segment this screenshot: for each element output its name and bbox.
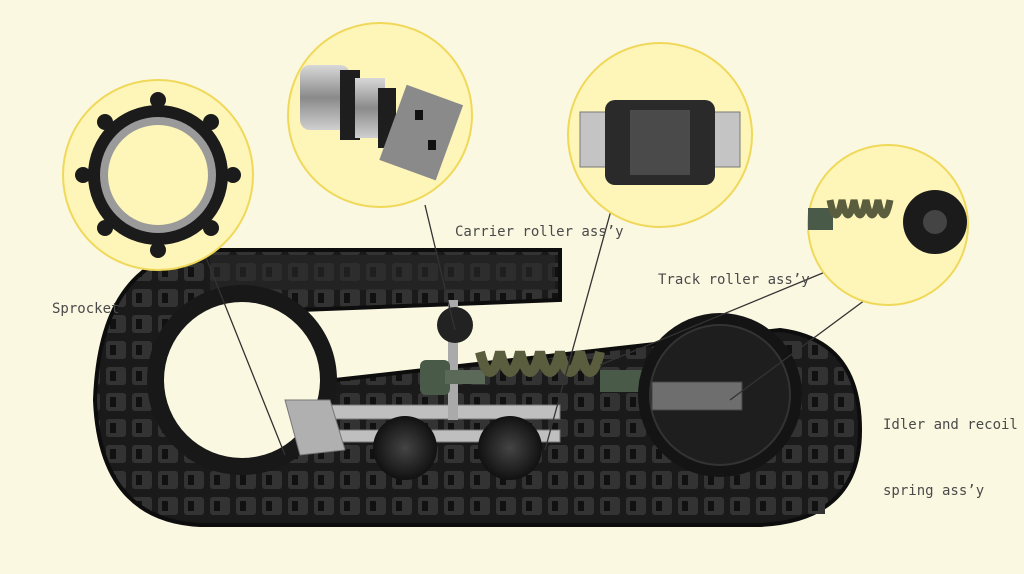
- carrier-roller-detail-image: [300, 65, 464, 181]
- idler-recoil-callout: [807, 144, 969, 306]
- track-roller-leader: [544, 184, 619, 451]
- idler-label-line1: Idler and recoil: [883, 417, 1018, 433]
- sprocket-label: Sprocket: [52, 301, 120, 317]
- carrier-roller-callout: [287, 22, 473, 208]
- idler-wheel: [638, 313, 802, 477]
- idler-label-line2: spring ass’y: [883, 483, 985, 499]
- idler-leader: [729, 299, 866, 401]
- leader-lines: [204, 184, 866, 456]
- track-rollers: [373, 416, 542, 480]
- sprocket-leader: [204, 254, 286, 456]
- sprocket-wheel: [147, 285, 337, 475]
- sprocket-detail-image: [75, 92, 241, 258]
- track-roller-label: Track roller ass’y: [658, 272, 810, 288]
- carrier-roller: [437, 300, 473, 420]
- idler-recoil-detail-image: [808, 190, 967, 254]
- recoil-spring-leader: [599, 269, 831, 366]
- sprocket-callout: [62, 79, 254, 271]
- carrier-roller-label: Carrier roller ass’y: [455, 224, 624, 240]
- track-roller-callout: [567, 42, 753, 228]
- track-roller-detail-image: [579, 100, 741, 185]
- idler-recoil-label: Idler and recoil spring ass’y: [883, 370, 1018, 524]
- carrier-roller-leader: [424, 204, 456, 331]
